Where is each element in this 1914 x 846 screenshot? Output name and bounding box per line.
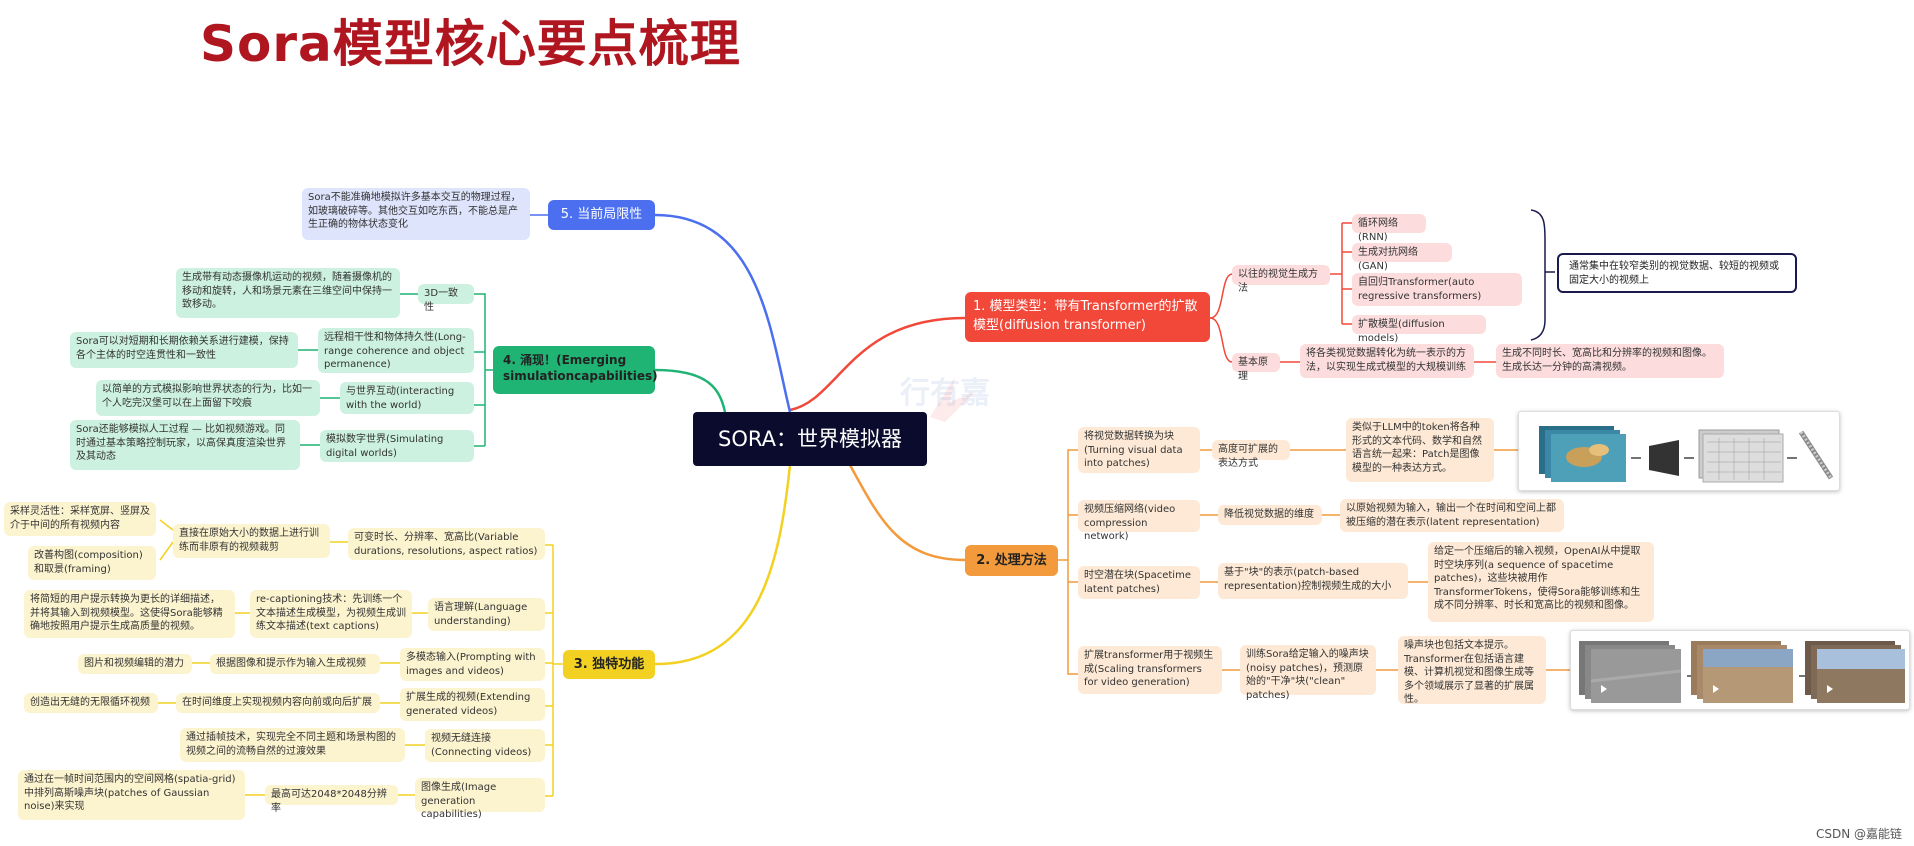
patch-token-desc[interactable]: 类似于LLM中的token将各种形式的文本代码、数学和自然语言统一起来：Patc… <box>1346 418 1494 482</box>
noisy-patches-desc[interactable]: 噪声块也包括文本提示。Transformer在包括语言建模、计算机视觉和图像生成… <box>1398 636 1546 705</box>
denoising-illustration <box>1570 630 1910 710</box>
reduce-dimension-node[interactable]: 降低视觉数据的维度 <box>1218 505 1322 525</box>
digital-worlds-desc[interactable]: Sora还能够模拟人工过程 — 比如视频游戏。同时通过基本策略控制玩家，以高保真… <box>70 420 300 470</box>
branch-1-model-type[interactable]: 1. 模型类型：带有Transformer的扩散模型(diffusion tra… <box>965 292 1210 342</box>
image-prompt-generation-node[interactable]: 根据图像和提示作为输入生成视频 <box>210 654 380 674</box>
patches-illustration <box>1518 411 1840 491</box>
multimodal-input-node[interactable]: 多模态输入(Prompting with images and videos) <box>400 648 545 681</box>
prev-methods-note[interactable]: 通常集中在较窄类别的视觉数据、较短的视频或固定大小的视频上 <box>1557 253 1797 293</box>
interacting-world-desc[interactable]: 以简单的方式模拟影响世界状态的行为，比如一个人吃完汉堡可以在上面留下咬痕 <box>96 380 320 416</box>
long-range-coherence-desc[interactable]: Sora可以对短期和长期依赖关系进行建模，保持各个主体的时空连贯性和一致性 <box>70 332 298 368</box>
long-range-coherence-node[interactable]: 远程相干性和物体持久性(Long-range coherence and obj… <box>318 328 474 373</box>
latent-representation-desc[interactable]: 以原始视频为输入，输出一个在时间和空间上都被压缩的潜在表示(latent rep… <box>1340 499 1564 532</box>
composition-framing-node[interactable]: 改善构图(composition)和取景(framing) <box>28 546 156 580</box>
3d-consistency-node[interactable]: 3D一致性 <box>418 284 474 313</box>
branch-5-limitations[interactable]: 5. 当前局限性 <box>548 200 655 230</box>
spacetime-patches-desc[interactable]: 给定一个压缩后的输入视频，OpenAI从中提取时空块序列(a sequence … <box>1428 542 1654 622</box>
video-compression-node[interactable]: 视频压缩网络(video compression network) <box>1078 500 1200 542</box>
prompt-expansion-node[interactable]: 将简短的用户提示转换为更长的详细描述，并将其输入到视频模型。这使得Sora能够精… <box>24 590 235 638</box>
editing-potential-node[interactable]: 图片和视频编辑的潜力 <box>78 654 192 674</box>
spacetime-patches-node[interactable]: 时空潜在块(Spacetime latent patches) <box>1078 566 1200 599</box>
watermark-text: 行有嘉 <box>900 376 990 411</box>
gaussian-noise-node[interactable]: 通过在一帧时间范围内的空间网格(spatia-grid)中排列高斯噪声块(pat… <box>18 770 245 820</box>
connecting-videos-node[interactable]: 视频无缝连接(Connecting videos) <box>425 729 545 762</box>
rnn-node[interactable]: 循环网络(RNN) <box>1352 214 1426 243</box>
language-understanding-node[interactable]: 语言理解(Language understanding) <box>428 598 545 631</box>
interacting-world-node[interactable]: 与世界互动(interacting with the world) <box>340 382 474 414</box>
extending-videos-node[interactable]: 扩展生成的视频(Extending generated videos) <box>400 688 545 721</box>
infinite-loop-node[interactable]: 创造出无缝的无限循环视频 <box>24 693 158 713</box>
time-extension-node[interactable]: 在时间维度上实现视频内容向前或向后扩展 <box>176 693 380 713</box>
recaptioning-node[interactable]: re-captioning技术：先训练一个文本描述生成模型，为视频生成训练文本描… <box>250 590 412 638</box>
basic-principle-result[interactable]: 生成不同时长、宽高比和分辨率的视频和图像。生成长达一分钟的高清视频。 <box>1496 344 1724 378</box>
basic-principle-desc[interactable]: 将各类视觉数据转化为统一表示的方法，以实现生成式模型的大规模训练 <box>1300 344 1474 378</box>
branch-4-emerging[interactable]: 4. 涌现！(Emerging simulationcapabilities) <box>493 346 658 394</box>
digital-worlds-node[interactable]: 模拟数字世界(Simulating digital worlds) <box>320 430 474 462</box>
interpolation-node[interactable]: 通过插帧技术，实现完全不同主题和场景构图的视频之间的流畅自然的过渡效果 <box>180 728 405 762</box>
gan-node[interactable]: 生成对抗网络(GAN) <box>1352 243 1452 272</box>
image-generation-node[interactable]: 图像生成(Image generation capabilities) <box>415 778 545 820</box>
page-title: Sora模型核心要点梳理 <box>200 15 741 73</box>
sampling-flexibility-node[interactable]: 采样灵活性：采样宽屏、竖屏及介于中间的所有视频内容 <box>4 502 156 536</box>
limitations-desc[interactable]: Sora不能准确地模拟许多基本交互的物理过程，如玻璃破碎等。其他交互如吃东西，不… <box>302 188 530 240</box>
scalable-representation-node[interactable]: 高度可扩展的表达方式 <box>1212 440 1290 469</box>
prev-methods-node[interactable]: 以往的视觉生成方法 <box>1232 265 1330 294</box>
scaling-transformers-node[interactable]: 扩展transformer用于视频生成(Scaling transformers… <box>1078 646 1222 694</box>
3d-consistency-desc[interactable]: 生成带有动态摄像机运动的视频，随着摄像机的移动和旋转，人和场景元素在三维空间中保… <box>176 268 400 318</box>
noisy-patches-node[interactable]: 训练Sora给定输入的噪声块(noisy patches)，预测原始的"干净"块… <box>1240 645 1376 701</box>
root-node[interactable]: SORA：世界模拟器 <box>693 412 927 466</box>
branch-2-processing[interactable]: 2. 处理方法 <box>965 545 1058 576</box>
variable-durations-node[interactable]: 可变时长、分辨率、宽高比(Variable durations, resolut… <box>348 528 545 560</box>
watermark-logo-icon <box>930 377 975 422</box>
diffusion-models-node[interactable]: 扩散模型(diffusion models) <box>1352 315 1486 344</box>
credit-text: CSDN @嘉能链 <box>1815 827 1902 841</box>
resolution-node[interactable]: 最高可达2048*2048分辨率 <box>265 785 398 814</box>
branch-3-unique-features[interactable]: 3. 独特功能 <box>563 650 655 679</box>
patch-based-representation-node[interactable]: 基于"块"的表示(patch-based representation)控制视频… <box>1218 563 1408 599</box>
patches-node[interactable]: 将视觉数据转换为块(Turning visual data into patch… <box>1078 427 1200 473</box>
autoregressive-transformer-node[interactable]: 自回归Transformer(auto regressive transform… <box>1352 273 1522 306</box>
native-size-training-node[interactable]: 直接在原始大小的数据上进行训练而非原有的视频裁剪 <box>173 524 330 558</box>
basic-principle-node[interactable]: 基本原理 <box>1232 353 1280 382</box>
